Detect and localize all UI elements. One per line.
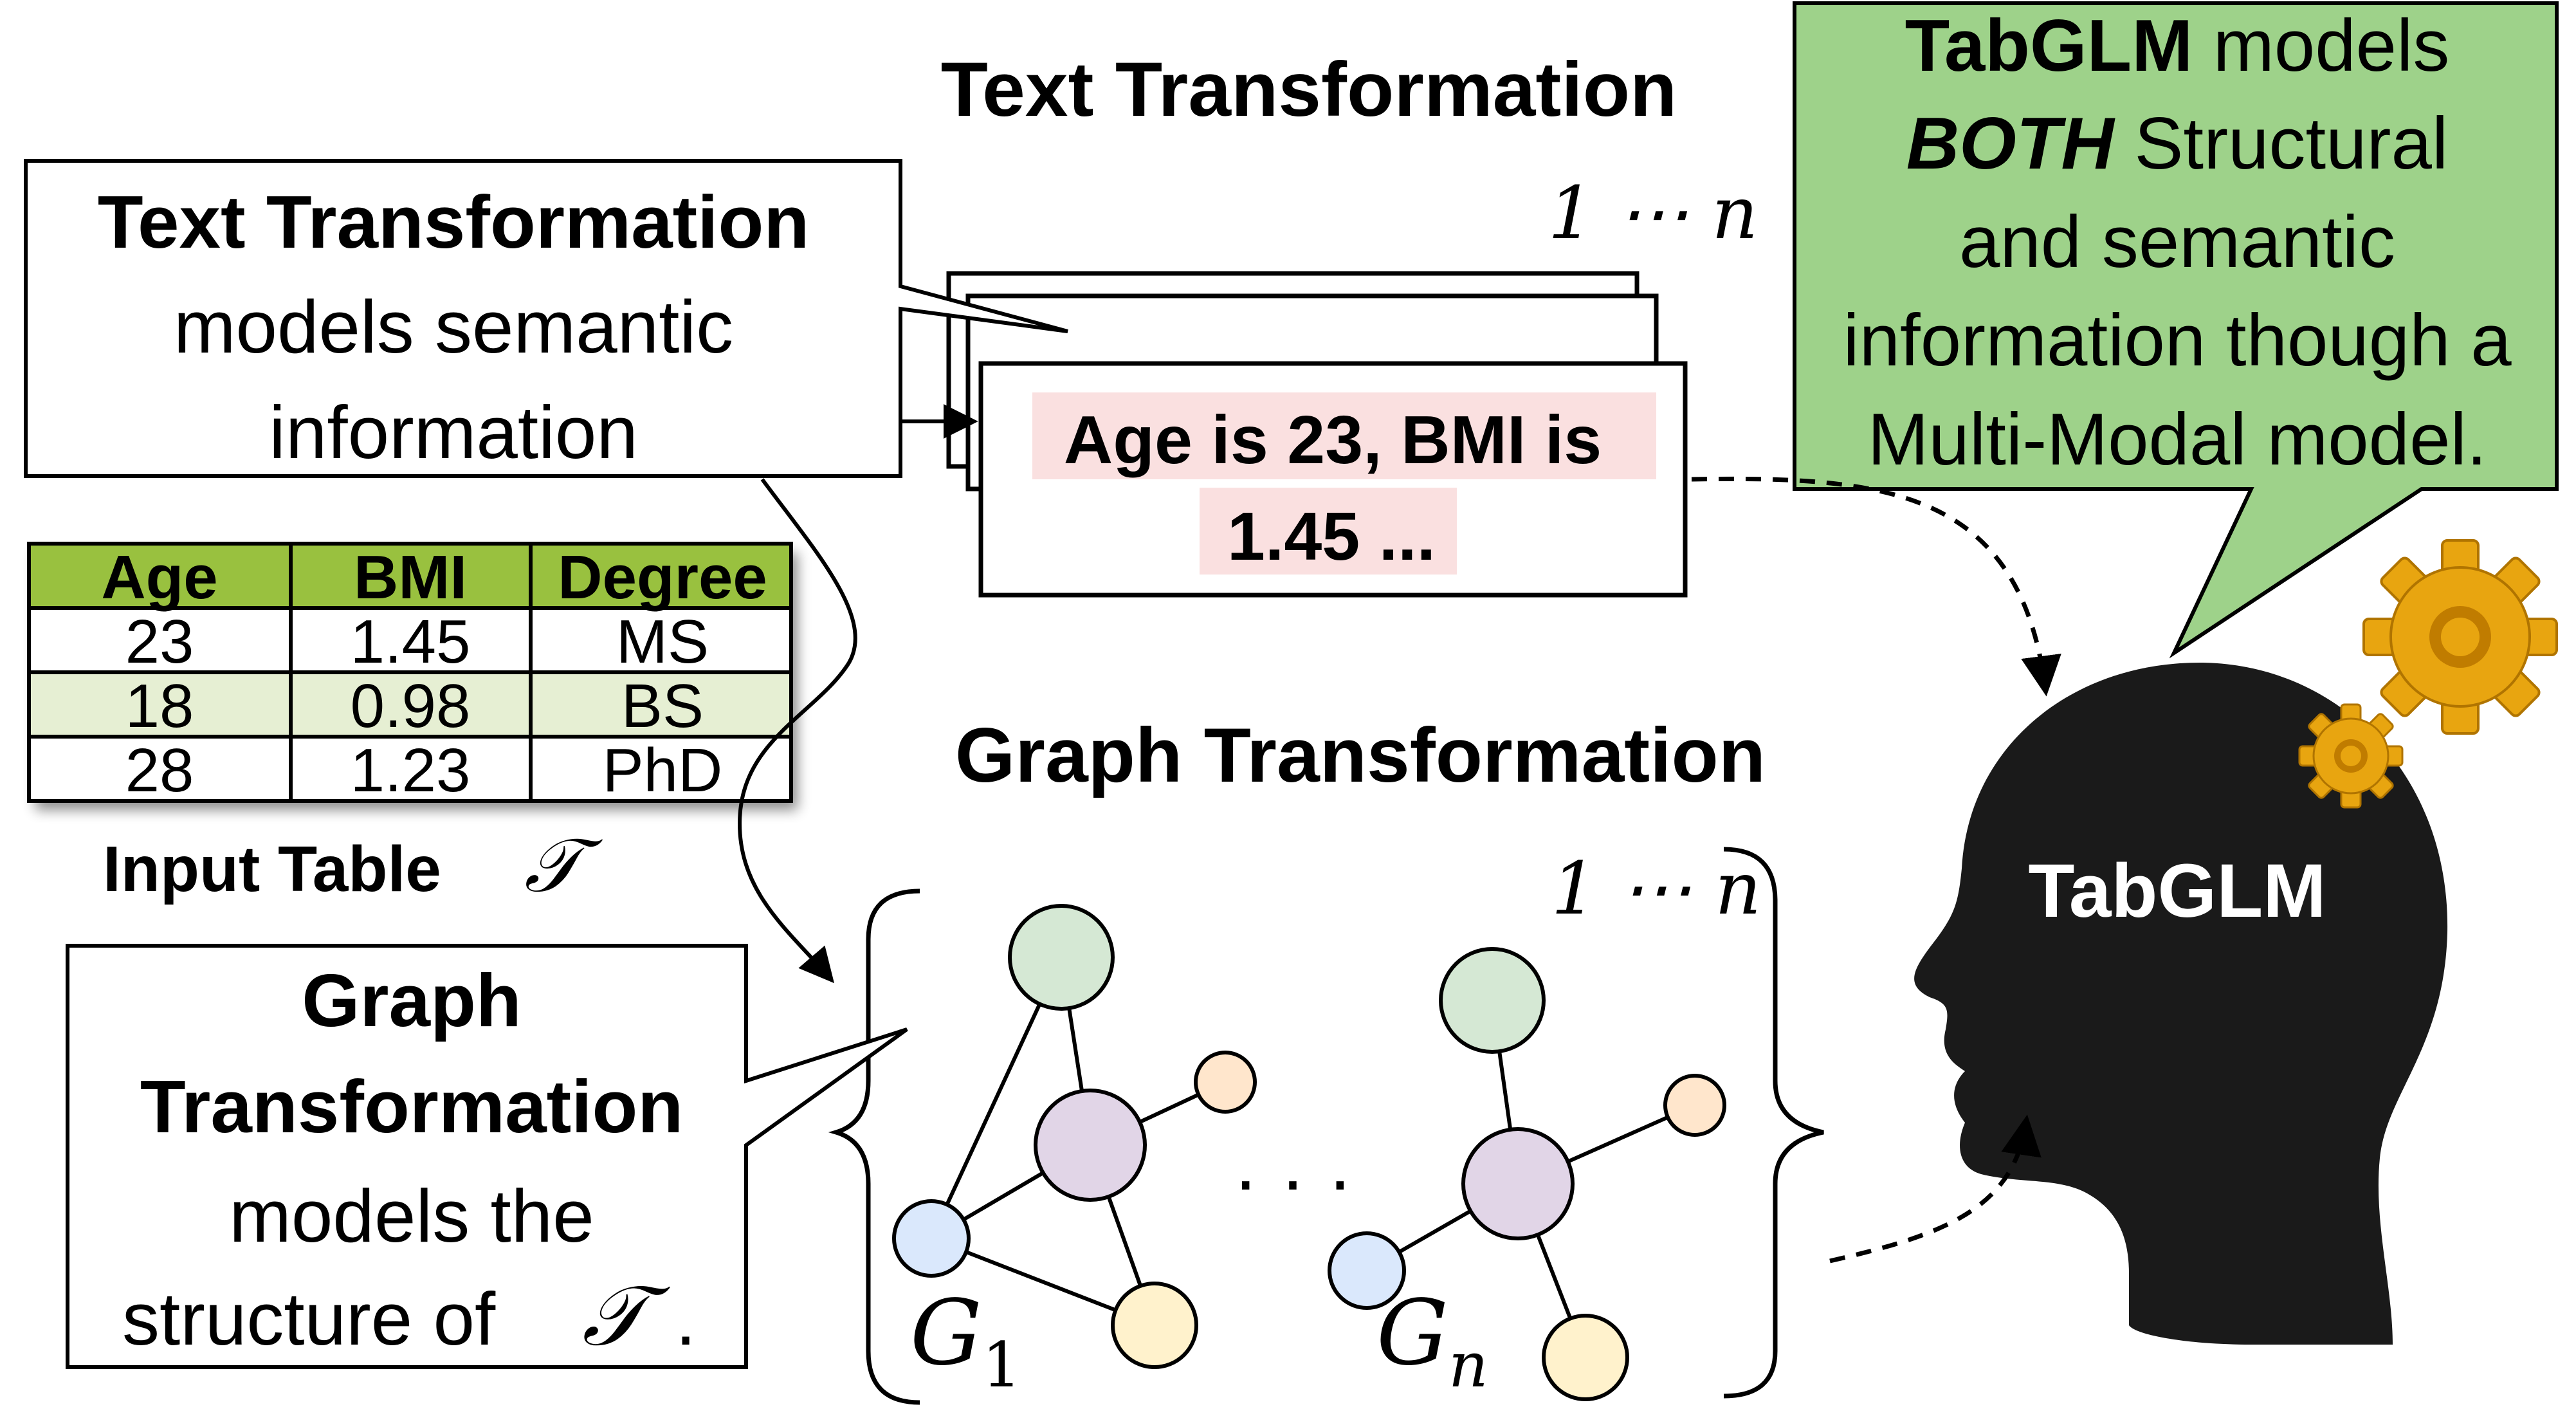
graph-ellipsis: · · · <box>1233 1137 1353 1223</box>
table-cell: 1.23 <box>351 736 471 805</box>
table-row-2 <box>27 670 793 739</box>
table-caption: Input Table <box>103 833 441 905</box>
table-row-1 <box>27 606 793 674</box>
graph-gn-label: Gn <box>1376 1281 1488 1401</box>
table-header-degree: Degree <box>558 543 767 612</box>
graph-section-title: Graph Transformation <box>955 712 1766 798</box>
graph-gn <box>1328 947 1726 1401</box>
callout-graph-line3: models the <box>229 1174 594 1258</box>
gn-node-orange <box>1663 1074 1726 1137</box>
gear-icon <box>2298 703 2404 809</box>
table-cell: 23 <box>125 607 194 676</box>
callout-graph-line2: Transformation <box>140 1065 683 1148</box>
callout-text-line2: models semantic <box>174 285 733 369</box>
callout-text-transformation <box>24 159 1068 478</box>
callout-tabglm-line3: and semantic <box>1959 201 2395 283</box>
text-to-head-arrow <box>1691 476 2061 697</box>
g1-node-orange <box>1194 1051 1257 1114</box>
table-cell: 1.45 <box>351 607 471 676</box>
text-sample-line2: 1.45 ... <box>1227 499 1436 575</box>
callout-text-line1: Text Transformation <box>98 180 809 264</box>
text-section-title: Text Transformation <box>941 46 1677 133</box>
gn-node-purple <box>1461 1127 1575 1240</box>
graph-left-brace <box>828 888 920 1405</box>
text-range-label: 1 ⋯ n <box>1548 172 1758 255</box>
g1-node-yellow <box>1111 1282 1198 1369</box>
graph-range-label: 1 ⋯ n <box>1551 847 1762 931</box>
g1-node-purple <box>1034 1089 1147 1202</box>
table-cell: MS <box>616 607 709 676</box>
table-cell: BS <box>621 672 704 740</box>
callout-tabglm <box>1793 1 2559 659</box>
table-row-3 <box>27 735 793 803</box>
gn-node-yellow <box>1542 1314 1629 1401</box>
gn-node-green <box>1439 947 1546 1054</box>
text-sample-line1: Age is 23, BMI is <box>1064 402 1602 478</box>
callout-graph-line1: Graph <box>302 959 522 1042</box>
graph-g1-label: G1 <box>910 1281 1021 1401</box>
table-caption-symbol: 𝒯 <box>524 822 603 909</box>
callout-tabglm-line5: Multi-Modal model. <box>1868 399 2487 481</box>
callout-graph-line4: structure of <box>122 1277 496 1361</box>
tabglm-head-label: TabGLM <box>2028 849 2326 933</box>
graph-to-head-arrow <box>1829 1114 2042 1264</box>
callout-text-line3: information <box>269 391 638 474</box>
g1-node-green <box>1008 904 1115 1011</box>
table-cell: 0.98 <box>351 672 471 740</box>
table-header-bmi: BMI <box>354 543 467 612</box>
text-card-stack <box>946 271 1688 598</box>
table-cell: 18 <box>125 672 194 740</box>
table-to-graph-connector <box>737 478 857 984</box>
g1-node-blue <box>892 1199 971 1278</box>
callout-graph-period: . <box>675 1277 696 1361</box>
callout-tabglm-line2: BOTH Structural <box>1906 103 2448 185</box>
graph-right-brace <box>1723 847 1824 1399</box>
graph-g1 <box>892 904 1257 1369</box>
table-cell: PhD <box>603 736 723 805</box>
table-header-row <box>27 542 793 610</box>
tabglm-head <box>1914 663 2448 1345</box>
gn-node-blue <box>1328 1231 1406 1310</box>
gear-icon <box>2362 539 2558 735</box>
callout-tabglm-line1: TabGLM models <box>1905 5 2450 87</box>
table-cell: 28 <box>125 736 194 805</box>
callout-graph-transformation <box>66 944 908 1369</box>
callout-tabglm-line4: information though a <box>1843 300 2512 382</box>
table-header-age: Age <box>101 543 217 612</box>
